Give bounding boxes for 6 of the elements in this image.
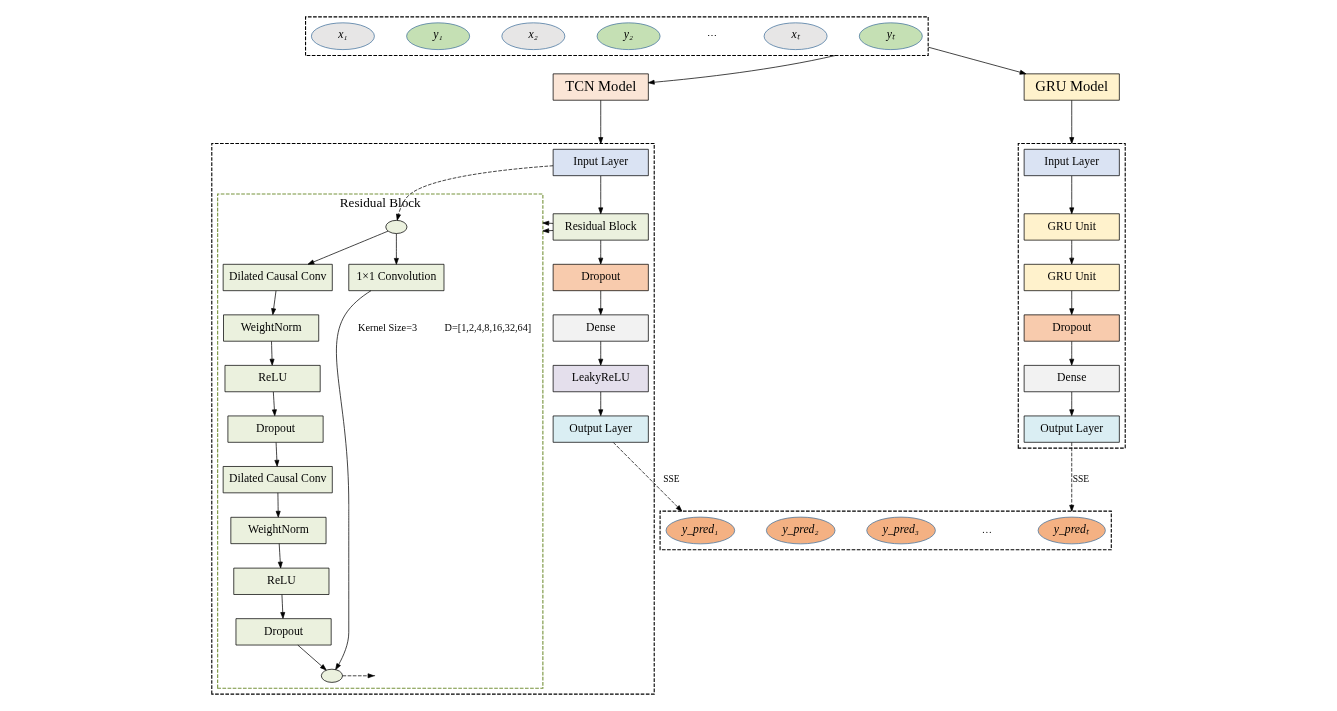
edge-label: SSE [1072, 474, 1090, 485]
label: … [981, 524, 992, 536]
edge-label: SSE [663, 474, 680, 485]
label: D=[1,2,4,8,16,32,64] [444, 321, 532, 333]
label: ⋯ [707, 29, 718, 41]
label: Kernel Size=3 [358, 321, 418, 333]
